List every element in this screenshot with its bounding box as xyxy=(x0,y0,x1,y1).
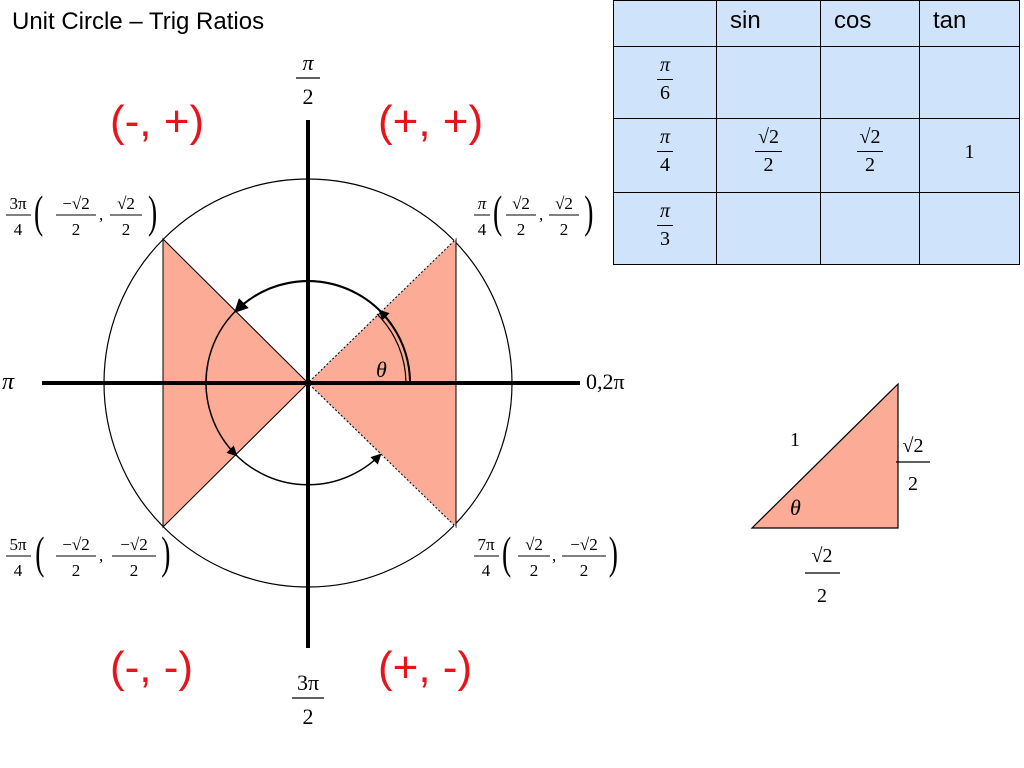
svg-text:4: 4 xyxy=(478,220,487,239)
sign-q4: (+, -) xyxy=(378,643,472,692)
svg-text:√2: √2 xyxy=(525,535,543,554)
svg-text:−√2: −√2 xyxy=(62,194,89,213)
point-label-q2: 3π 4 ( −√2 2 , √2 2 ) xyxy=(6,187,157,239)
svg-text:): ) xyxy=(161,528,170,579)
svg-text:π: π xyxy=(302,50,314,75)
svg-text:2: 2 xyxy=(72,561,81,580)
svg-text:3π: 3π xyxy=(9,194,27,213)
svg-text:2: 2 xyxy=(580,561,589,580)
triangle-hypotenuse-label: 1 xyxy=(790,429,800,451)
svg-text:−√2: −√2 xyxy=(62,535,89,554)
svg-text:2: 2 xyxy=(530,561,539,580)
svg-text:2: 2 xyxy=(908,473,918,495)
table-cell-cos xyxy=(820,46,920,119)
svg-text:π: π xyxy=(478,194,487,213)
svg-text:,: , xyxy=(99,205,103,224)
table-header-tan: tan xyxy=(919,0,1020,47)
table-header-cos: cos xyxy=(820,0,920,47)
svg-text:√2: √2 xyxy=(555,194,573,213)
svg-text:√2: √2 xyxy=(512,194,530,213)
svg-text:): ) xyxy=(609,528,618,579)
arc-to-5pi4 xyxy=(205,280,411,457)
svg-text:5π: 5π xyxy=(9,535,27,554)
table-cell-sin xyxy=(716,46,821,119)
svg-text:2: 2 xyxy=(303,704,314,729)
svg-text:4: 4 xyxy=(482,561,491,580)
triangle-theta-label: θ xyxy=(790,495,801,520)
svg-text:2: 2 xyxy=(122,220,131,239)
svg-text:): ) xyxy=(148,187,157,238)
table-header-corner xyxy=(613,0,717,47)
reference-triangle xyxy=(750,382,899,529)
svg-text:): ) xyxy=(584,187,593,238)
svg-text:(: ( xyxy=(493,187,502,238)
svg-text:√2: √2 xyxy=(903,435,924,457)
triangle-adjacent-label: √2 2 xyxy=(805,545,840,607)
svg-text:2: 2 xyxy=(517,220,526,239)
table-cell-tan xyxy=(919,192,1020,265)
svg-text:,: , xyxy=(539,205,543,224)
point-label-q1: π 4 ( √2 2 , √2 2 ) xyxy=(474,187,593,239)
label-3pi-over-2: 3π 2 xyxy=(292,670,324,729)
arc-theta-2 xyxy=(376,313,407,384)
svg-text:3π: 3π xyxy=(297,670,319,695)
table-header-row: sin cos tan xyxy=(613,0,1020,47)
arc-to-7pi4 xyxy=(235,453,382,486)
table-cell-cos xyxy=(820,192,920,265)
label-pi: π xyxy=(2,369,15,395)
point-label-q3: 5π 4 ( −√2 2 , −√2 2 ) xyxy=(6,528,170,580)
sign-q2: (-, +) xyxy=(110,97,204,146)
svg-text:,: , xyxy=(99,546,103,565)
svg-text:2: 2 xyxy=(130,561,139,580)
svg-text:(: ( xyxy=(34,187,43,238)
table-cell-tan: 1 xyxy=(919,118,1020,193)
label-pi-over-2: π 2 xyxy=(296,50,320,109)
svg-text:√2: √2 xyxy=(117,194,135,213)
theta-label: θ xyxy=(376,357,387,382)
svg-text:4: 4 xyxy=(14,220,23,239)
point-label-q4: 7π 4 ( √2 2 , −√2 2 ) xyxy=(474,528,618,580)
svg-text:,: , xyxy=(552,546,556,565)
svg-text:2: 2 xyxy=(560,220,569,239)
label-zero-2pi: 0,2π xyxy=(586,369,625,394)
svg-text:√2: √2 xyxy=(812,545,833,567)
sign-q3: (-, -) xyxy=(110,643,193,692)
table-cell-tan xyxy=(919,46,1020,119)
svg-text:−√2: −√2 xyxy=(120,535,147,554)
sign-q1: (+, +) xyxy=(378,97,483,146)
svg-text:7π: 7π xyxy=(477,535,495,554)
svg-text:2: 2 xyxy=(303,84,314,109)
svg-text:2: 2 xyxy=(817,585,827,607)
page-title: Unit Circle – Trig Ratios xyxy=(12,8,265,35)
table-header-sin: sin xyxy=(716,0,821,47)
radius-q1 xyxy=(307,238,457,384)
svg-text:−√2: −√2 xyxy=(570,535,597,554)
table-cell-sin xyxy=(716,192,821,265)
svg-text:4: 4 xyxy=(14,561,23,580)
svg-text:(: ( xyxy=(502,528,511,579)
svg-text:(: ( xyxy=(35,528,44,579)
triangle-opposite-label: √2 2 xyxy=(896,435,930,495)
radius-q4 xyxy=(307,382,457,528)
svg-text:2: 2 xyxy=(72,220,81,239)
